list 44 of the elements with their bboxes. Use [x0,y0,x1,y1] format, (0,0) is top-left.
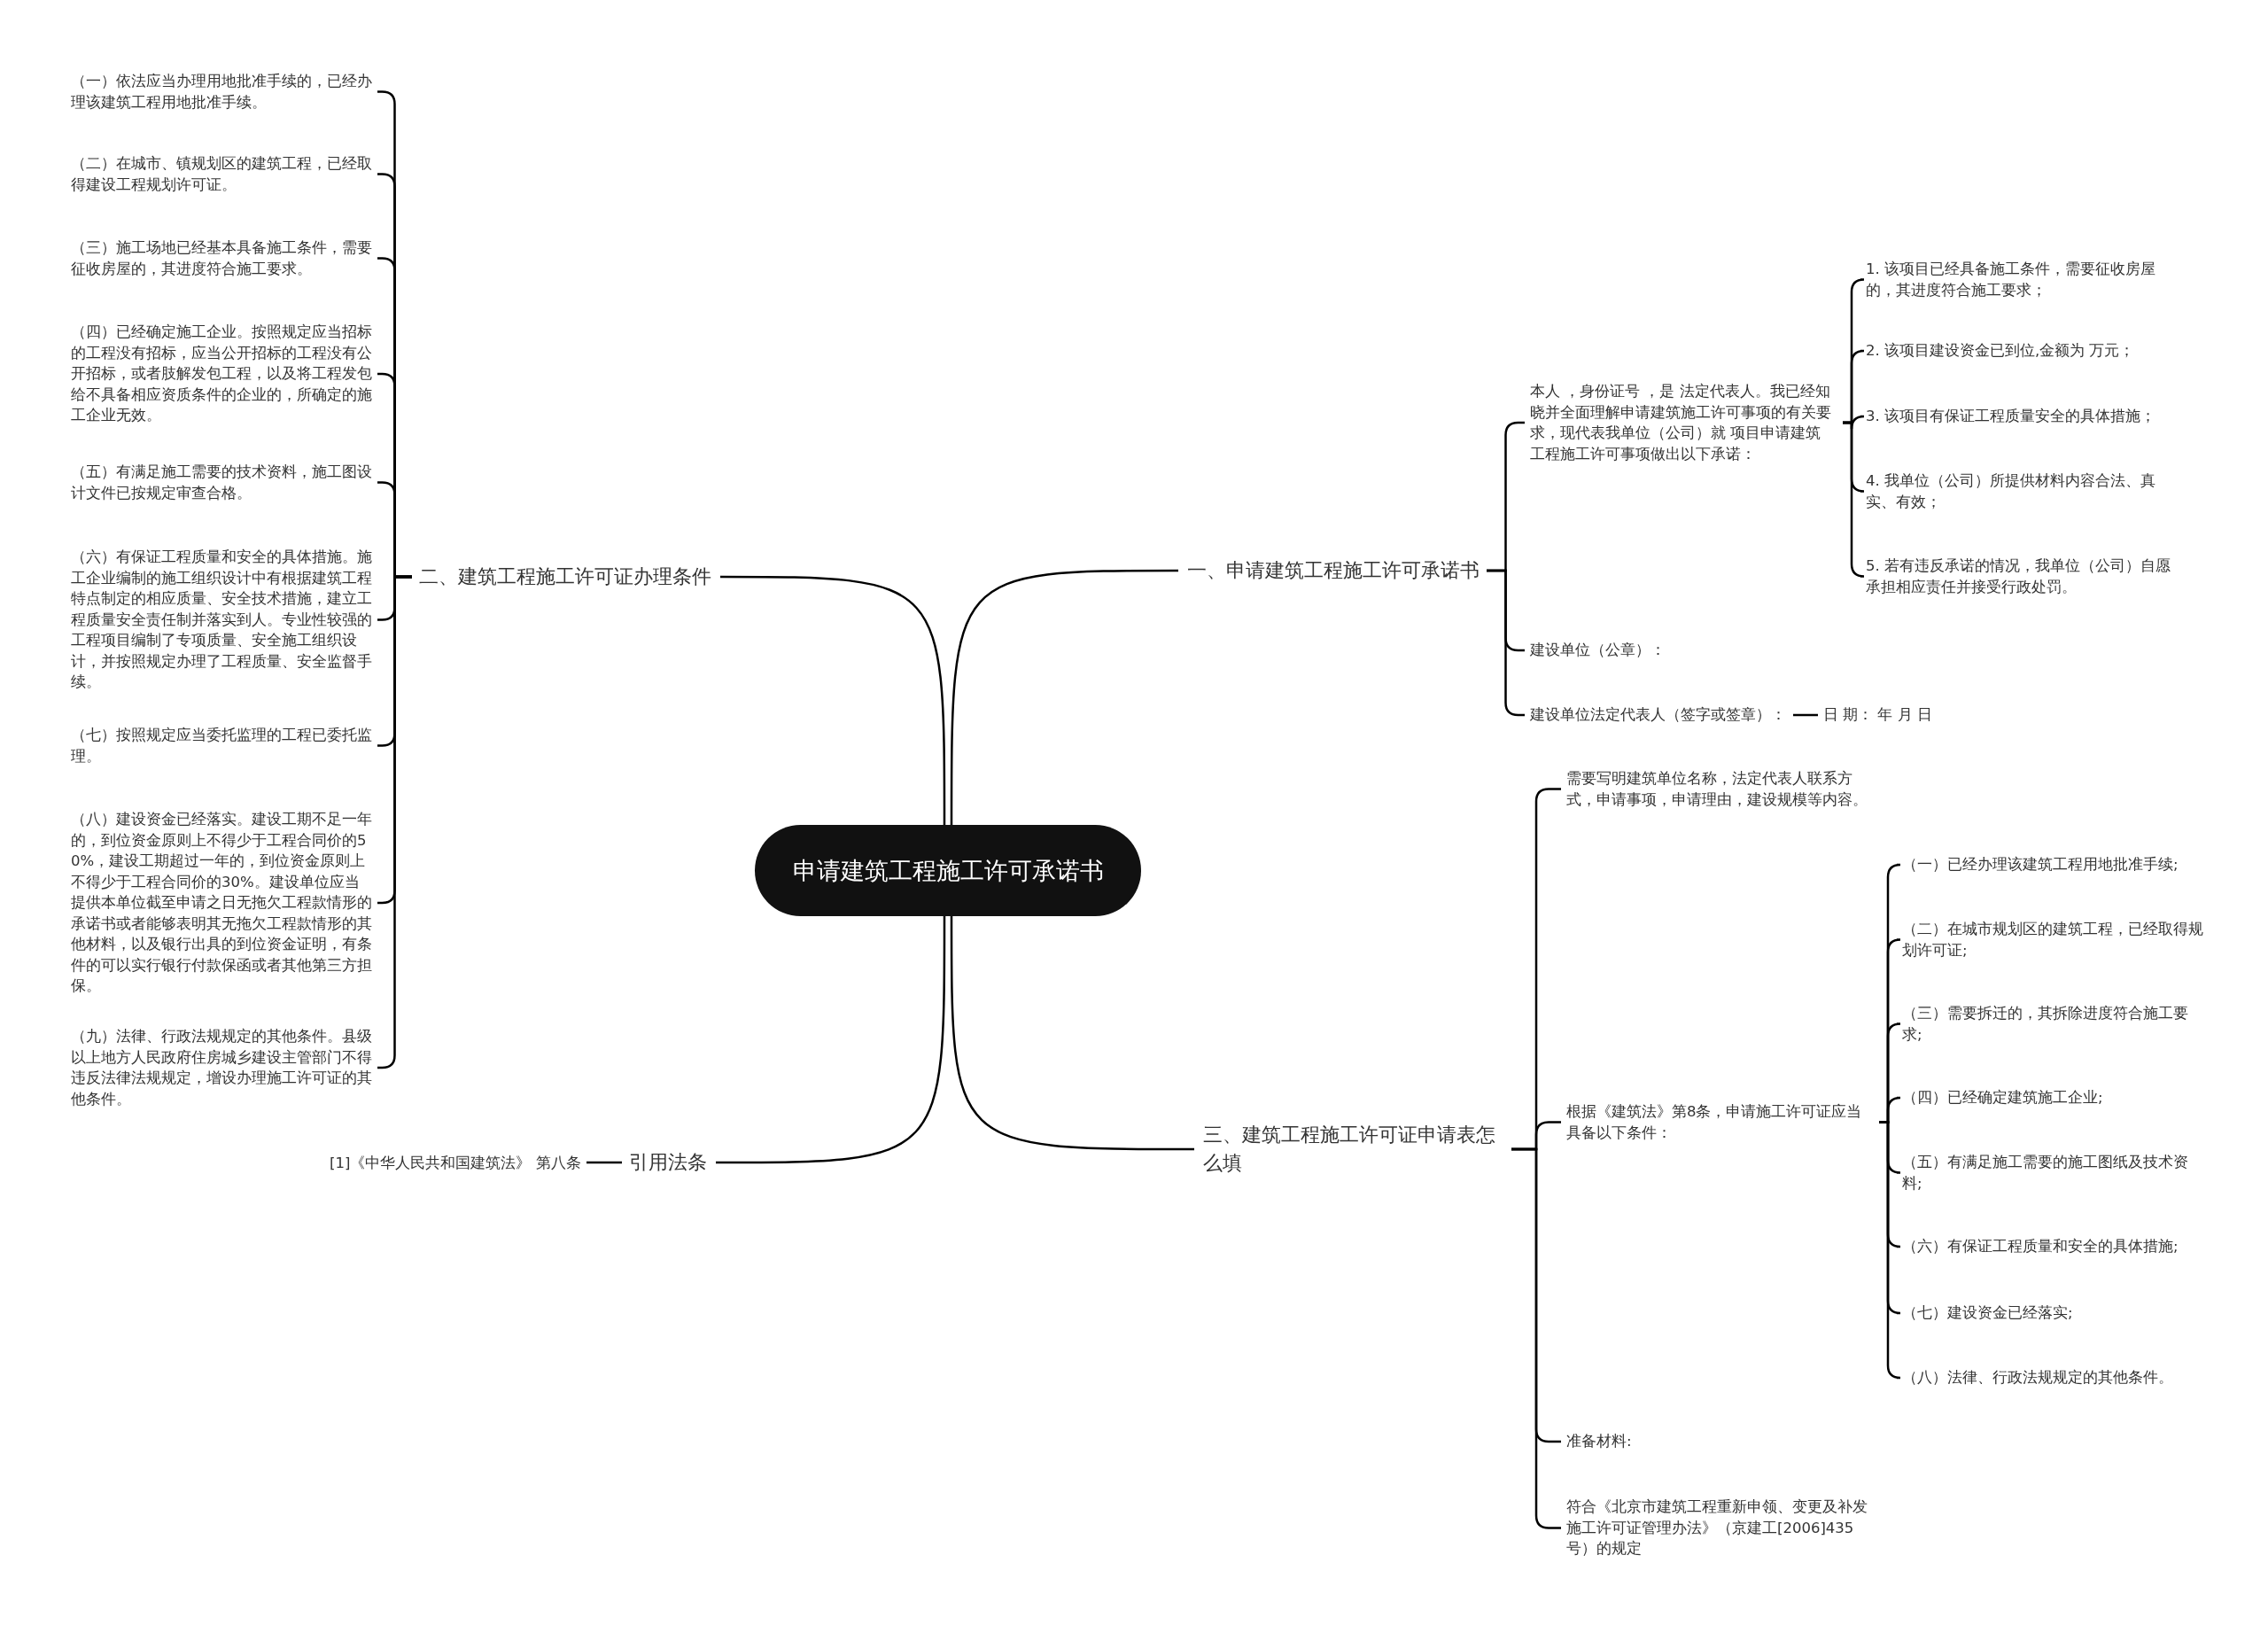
branch-topic: 三、建筑工程施工许可证申请表怎么填 [1203,1121,1504,1178]
connector-line [1879,1121,1902,1380]
connector-line [720,575,946,825]
topic-text: 3. 该项目有保证工程质量安全的具体措施； [1866,406,2171,427]
connector-line [586,1161,622,1164]
connector-line [1843,421,1866,578]
topic-text: 本人 ，身份证号 ，是 法定代表人。我已经知晓并全面理解申请建筑施工许可事项的有关要求，现代表我单位（公司）就 项目申请建筑工程施工许可事项做出以下承诺： [1530,381,1836,464]
connector-line [716,916,946,1164]
topic-text: 建设单位（公章）： [1530,640,1666,661]
topic-text: （四）已经确定建筑施工企业; [1902,1087,2208,1108]
connector-line [950,916,1194,1151]
branch-topic: 引用法条 [629,1148,707,1177]
branch-topic: 二、建筑工程施工许可证办理条件 [419,563,711,591]
topic-text: （四）已经确定施工企业。按照规定应当招标的工程没有招标，应当公开招标的工程没有公开招标，或者肢解发包工程，以及将工程发包给不具备相应资质条件的企业的，所确定的施工企业无效。 [71,322,372,426]
topic-text: 5. 若有违反承诺的情况，我单位（公司）自愿承担相应责任并接受行政处罚。 [1866,556,2171,597]
topic-text: 1. 该项目已经具备施工条件，需要征收房屋的，其进度符合施工要求； [1866,259,2171,300]
topic-text: 2. 该项目建设资金已到位,金额为 万元； [1866,340,2171,362]
topic-text: （七）按照规定应当委托监理的工程已委托监理。 [71,725,372,766]
topic-text: 符合《北京市建筑工程重新申领、变更及补发施工许可证管理办法》（京建工[2006]435号）的规定 [1566,1497,1872,1559]
topic-text: [1]《中华人民共和国建筑法》 第八条 [330,1153,581,1174]
topic-text: （三）需要拆迁的，其拆除进度符合施工要求; [1902,1003,2208,1045]
topic-text: （六）有保证工程质量和安全的具体措施; [1902,1236,2208,1257]
topic-text: 建设单位法定代表人（签字或签章）： [1530,704,1786,726]
central-topic: 申请建筑工程施工许可承诺书 [755,825,1141,916]
topic-text: （三）施工场地已经基本具备施工条件，需要征收房屋的，其进度符合施工要求。 [71,237,372,279]
topic-text: （一）已经办理该建筑工程用地批准手续; [1902,854,2208,875]
topic-text: 4. 我单位（公司）所提供材料内容合法、真实、有效； [1866,470,2171,512]
topic-text: 日 期： 年 月 日 [1823,704,1932,726]
topic-text: 需要写明建筑单位名称，法定代表人联系方式，申请事项，申请理由，建设规模等内容。 [1566,768,1872,810]
topic-text: （九）法律、行政法规规定的其他条件。县级以上地方人民政府住房城乡建设主管部门不得违反法律法规规定，增设办理施工许可证的其他条件。 [71,1026,372,1109]
topic-text: （二）在城市、镇规划区的建筑工程，已经取得建设工程规划许可证。 [71,153,372,195]
topic-text: （一）依法应当办理用地批准手续的，已经办理该建筑工程用地批准手续。 [71,71,372,113]
topic-text: （六）有保证工程质量和安全的具体措施。施工企业编制的施工组织设计中有根据建筑工程特点制定的相应质量、安全技术措施，建立工程质量安全责任制并落实到人。专业性较强的工程项目编制了专项质量、安全施工组织设计，并按照规定办理了工程质量、安全监督手续。 [71,547,372,693]
topic-text: （五）有满足施工需要的施工图纸及技术资料; [1902,1152,2208,1193]
topic-text: （二）在城市规划区的建筑工程，已经取得规划许可证; [1902,919,2208,960]
topic-text: 根据《建筑法》第8条，申请施工许可证应当具备以下条件： [1566,1101,1872,1143]
topic-text: （八）建设资金已经落实。建设工期不足一年的，到位资金原则上不得少于工程合同价的50%，建设工期超过一年的，到位资金原则上不得少于工程合同价的30%。建设单位应当提供本单位截至申请之日无拖欠工程款情形的承诺书或者能够表明其无拖欠工程款情形的其他材料，以及银行出具的到位资金证明，有条件的可以实行银行付款保函或者其他第三方担保。 [71,809,372,997]
connector-line [950,569,1178,825]
branch-topic: 一、申请建筑工程施工许可承诺书 [1187,556,1480,585]
topic-text: （五）有满足施工需要的技术资料，施工图设计文件已按规定审查合格。 [71,462,372,503]
topic-text: （八）法律、行政法规规定的其他条件。 [1902,1367,2208,1388]
topic-text: （七）建设资金已经落实; [1902,1302,2208,1324]
connector-line [1793,713,1818,717]
topic-text: 准备材料: [1566,1431,1872,1452]
